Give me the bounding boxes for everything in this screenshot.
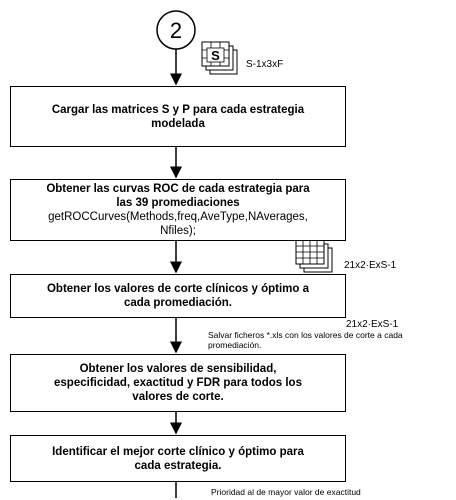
step4-line2: especificidad, exactitud y FDR para todo… — [54, 377, 302, 389]
matrix-letter: S — [211, 48, 220, 63]
save-note-line1: Salvar ficheros *.xls con los valores de… — [208, 330, 403, 340]
step5-line1: Identificar el mejor corte clínico y ópt… — [52, 445, 304, 458]
matrix-label-3: 21x2·ExS-1 — [346, 319, 399, 330]
step1-line2: modelada — [151, 117, 205, 130]
step2-line2: las 39 promediaciones — [116, 197, 240, 209]
matrix-stack-icon-2 — [295, 239, 333, 273]
step3-line1: Obtener los valores de corte clínicos y … — [46, 283, 310, 295]
step5-line2: cada estrategia. — [134, 459, 222, 472]
step2-code-line2: Nfiles); — [160, 225, 196, 237]
matrix-label-2: 21x2·ExS-1 — [344, 260, 397, 271]
step-roc-curves: Obtener las curvas ROC de cada estrategi… — [10, 179, 346, 241]
step-cutoff-values: Obtener los valores de corte clínicos y … — [10, 274, 346, 318]
matrix-stack-icon-s — [201, 41, 238, 75]
step-best-cutoff: Identificar el mejor corte clínico y ópt… — [10, 435, 346, 482]
connector-label: 2 — [170, 18, 182, 43]
save-note-line2: promediación. — [208, 340, 262, 350]
step-metrics: Obtener los valores de sensibilidad, esp… — [10, 354, 346, 412]
priority-note: Prioridad al de mayor valor de exactitud — [211, 487, 361, 497]
step2-line1: Obtener las curvas ROC de cada estrategi… — [46, 183, 310, 195]
step-load-matrices: Cargar las matrices S y P para cada estr… — [10, 86, 346, 147]
step1-line1: Cargar las matrices S y P para cada estr… — [51, 103, 305, 116]
step4-line3: valores de corte. — [132, 391, 224, 403]
step3-line2: cada promediación. — [123, 297, 232, 309]
step2-code-line1: getROCCurves(Methods,freq,AveType,NAvera… — [48, 211, 308, 223]
step4-line1: Obtener los valores de sensibilidad, — [79, 363, 277, 375]
matrix-label-1: S-1x3xF — [246, 59, 283, 70]
